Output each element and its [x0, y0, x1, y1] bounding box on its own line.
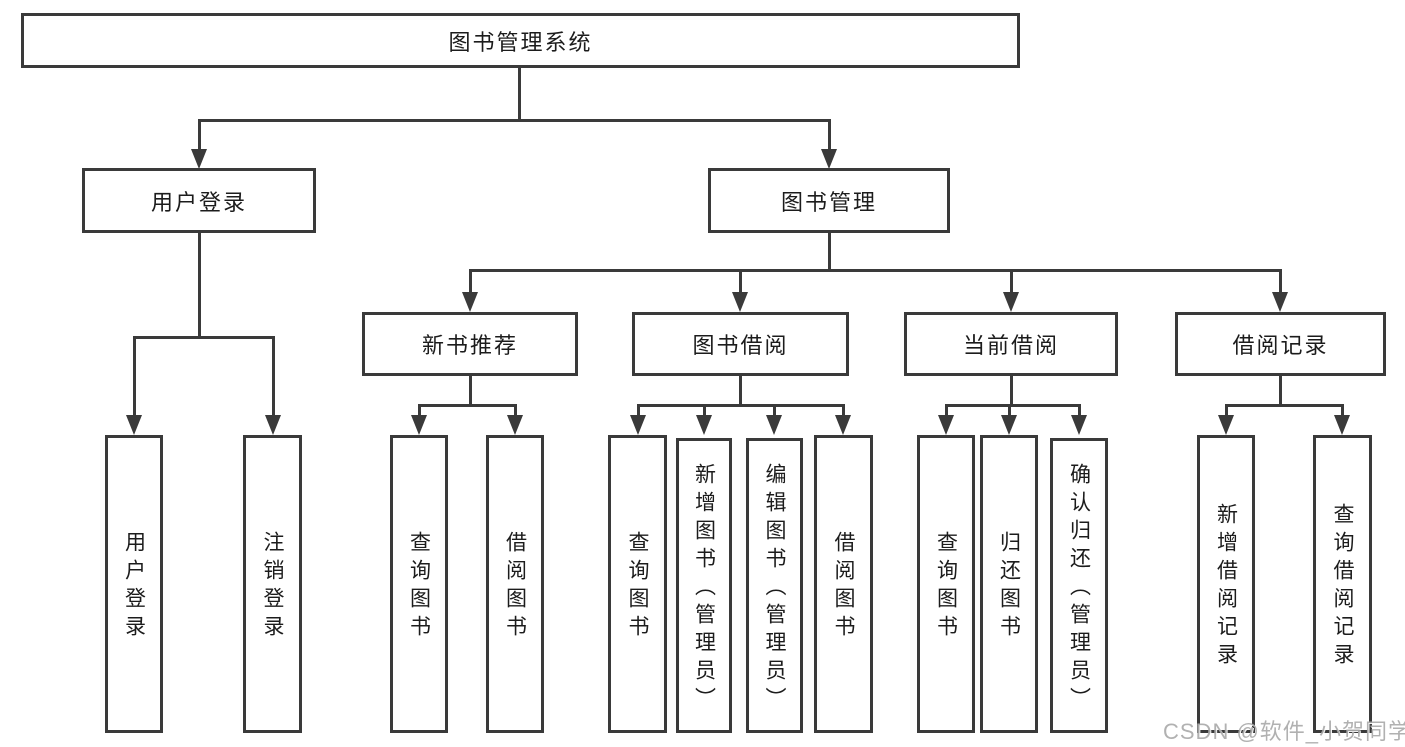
connector-root-stem	[518, 68, 521, 121]
connector-drop-leaf	[1225, 404, 1228, 416]
leaf-newbook-query: 查询图书	[390, 435, 448, 733]
arrow-down-icon	[126, 415, 142, 435]
leaf-current-confirm-admin: 确认归还（管理员）	[1050, 438, 1108, 733]
arrow-down-icon	[411, 415, 427, 435]
connector-drop-leaf	[418, 404, 421, 416]
leaf-record-query: 查询借阅记录	[1313, 435, 1372, 733]
leaf-label: 用户登录	[122, 531, 146, 643]
connector-drop-leaf	[1078, 404, 1081, 416]
arrow-down-icon	[1001, 415, 1017, 435]
leaf-label: 借阅图书	[503, 531, 527, 643]
arrow-down-icon	[766, 415, 782, 435]
connector-borrowrecord-rail	[1225, 404, 1342, 407]
arrow-down-icon	[835, 415, 851, 435]
connector-drop-level3	[1279, 269, 1282, 293]
connector-drop-level3	[469, 269, 472, 293]
leaf-borrow-query: 查询图书	[608, 435, 667, 733]
watermark: CSDN @软件_小贺同学	[1163, 719, 1405, 744]
connector-drop-leaf	[703, 404, 706, 416]
arrow-down-icon	[1218, 415, 1234, 435]
connector-drop-book-mgmt	[828, 119, 831, 150]
connector-bookborrow-rail	[637, 404, 843, 407]
node-borrow-record: 借阅记录	[1175, 312, 1386, 376]
leaf-borrow-borrow: 借阅图书	[814, 435, 873, 733]
node-new-book-rec: 新书推荐	[362, 312, 578, 376]
node-user-login: 用户登录	[82, 168, 316, 233]
connector-drop-leaf	[133, 336, 136, 416]
arrow-down-icon	[1003, 292, 1019, 312]
node-book-borrow: 图书借阅	[632, 312, 849, 376]
node-root: 图书管理系统	[21, 13, 1020, 68]
arrow-down-icon	[1272, 292, 1288, 312]
leaf-label: 新增图书（管理员）	[692, 462, 716, 715]
leaf-user-login: 用户登录	[105, 435, 163, 733]
connector-drop-level3	[739, 269, 742, 293]
connector-userlogin-rail	[133, 336, 274, 339]
arrow-down-icon	[821, 149, 837, 169]
leaf-label: 编辑图书（管理员）	[763, 462, 786, 715]
connector-drop-leaf	[272, 336, 275, 416]
connector-newbook-stem	[469, 376, 472, 407]
connector-currentborrow-rail	[945, 404, 1080, 407]
leaf-label: 确认归还（管理员）	[1067, 462, 1091, 715]
arrow-down-icon	[191, 149, 207, 169]
node-user-login-label: 用户登录	[150, 189, 247, 215]
leaf-label: 注销登录	[261, 531, 284, 643]
connector-borrowrecord-stem	[1279, 376, 1282, 407]
node-current-borrow-label: 当前借阅	[962, 333, 1059, 358]
leaf-label: 查询借阅记录	[1331, 503, 1354, 671]
arrow-down-icon	[630, 415, 646, 435]
leaf-current-return: 归还图书	[980, 435, 1038, 733]
leaf-label: 新增借阅记录	[1214, 503, 1238, 671]
leaf-label: 查询图书	[407, 531, 431, 643]
connector-bookborrow-stem	[739, 376, 742, 407]
connector-newbook-rail	[418, 404, 517, 407]
connector-drop-leaf	[945, 404, 948, 416]
node-book-mgmt: 图书管理	[708, 168, 950, 233]
leaf-borrow-edit-admin: 编辑图书（管理员）	[746, 438, 803, 733]
node-book-mgmt-label: 图书管理	[780, 189, 877, 215]
arrow-down-icon	[265, 415, 281, 435]
leaf-borrow-add-admin: 新增图书（管理员）	[676, 438, 732, 733]
node-root-label: 图书管理系统	[448, 29, 593, 55]
leaf-newbook-borrow: 借阅图书	[486, 435, 544, 733]
node-current-borrow: 当前借阅	[904, 312, 1118, 376]
arrow-down-icon	[696, 415, 712, 435]
connector-drop-leaf	[1008, 404, 1011, 416]
arrow-down-icon	[732, 292, 748, 312]
arrow-down-icon	[938, 415, 954, 435]
connector-drop-user-login	[198, 119, 201, 150]
node-borrow-record-label: 借阅记录	[1232, 333, 1329, 358]
node-book-borrow-label: 图书借阅	[692, 333, 789, 358]
connector-userlogin-stem	[198, 233, 201, 339]
arrow-down-icon	[507, 415, 523, 435]
leaf-label: 归还图书	[997, 531, 1021, 643]
connector-bookmgmt-rail	[469, 269, 1282, 272]
leaf-logout: 注销登录	[243, 435, 302, 733]
connector-bookmgmt-stem	[828, 233, 831, 272]
node-new-book-rec-label: 新书推荐	[421, 333, 518, 358]
arrow-down-icon	[1334, 415, 1350, 435]
leaf-current-query: 查询图书	[917, 435, 975, 733]
connector-currentborrow-stem	[1010, 376, 1013, 407]
connector-drop-leaf	[514, 404, 517, 416]
arrow-down-icon	[1071, 415, 1087, 435]
connector-root-rail	[198, 119, 831, 122]
arrow-down-icon	[462, 292, 478, 312]
connector-drop-leaf	[842, 404, 845, 416]
leaf-label: 查询图书	[626, 531, 649, 643]
leaf-label: 查询图书	[934, 531, 958, 643]
leaf-label: 借阅图书	[832, 531, 855, 643]
connector-drop-leaf	[637, 404, 640, 416]
connector-drop-leaf	[773, 404, 776, 416]
leaf-record-add: 新增借阅记录	[1197, 435, 1255, 733]
connector-drop-leaf	[1341, 404, 1344, 416]
connector-drop-level3	[1010, 269, 1013, 293]
